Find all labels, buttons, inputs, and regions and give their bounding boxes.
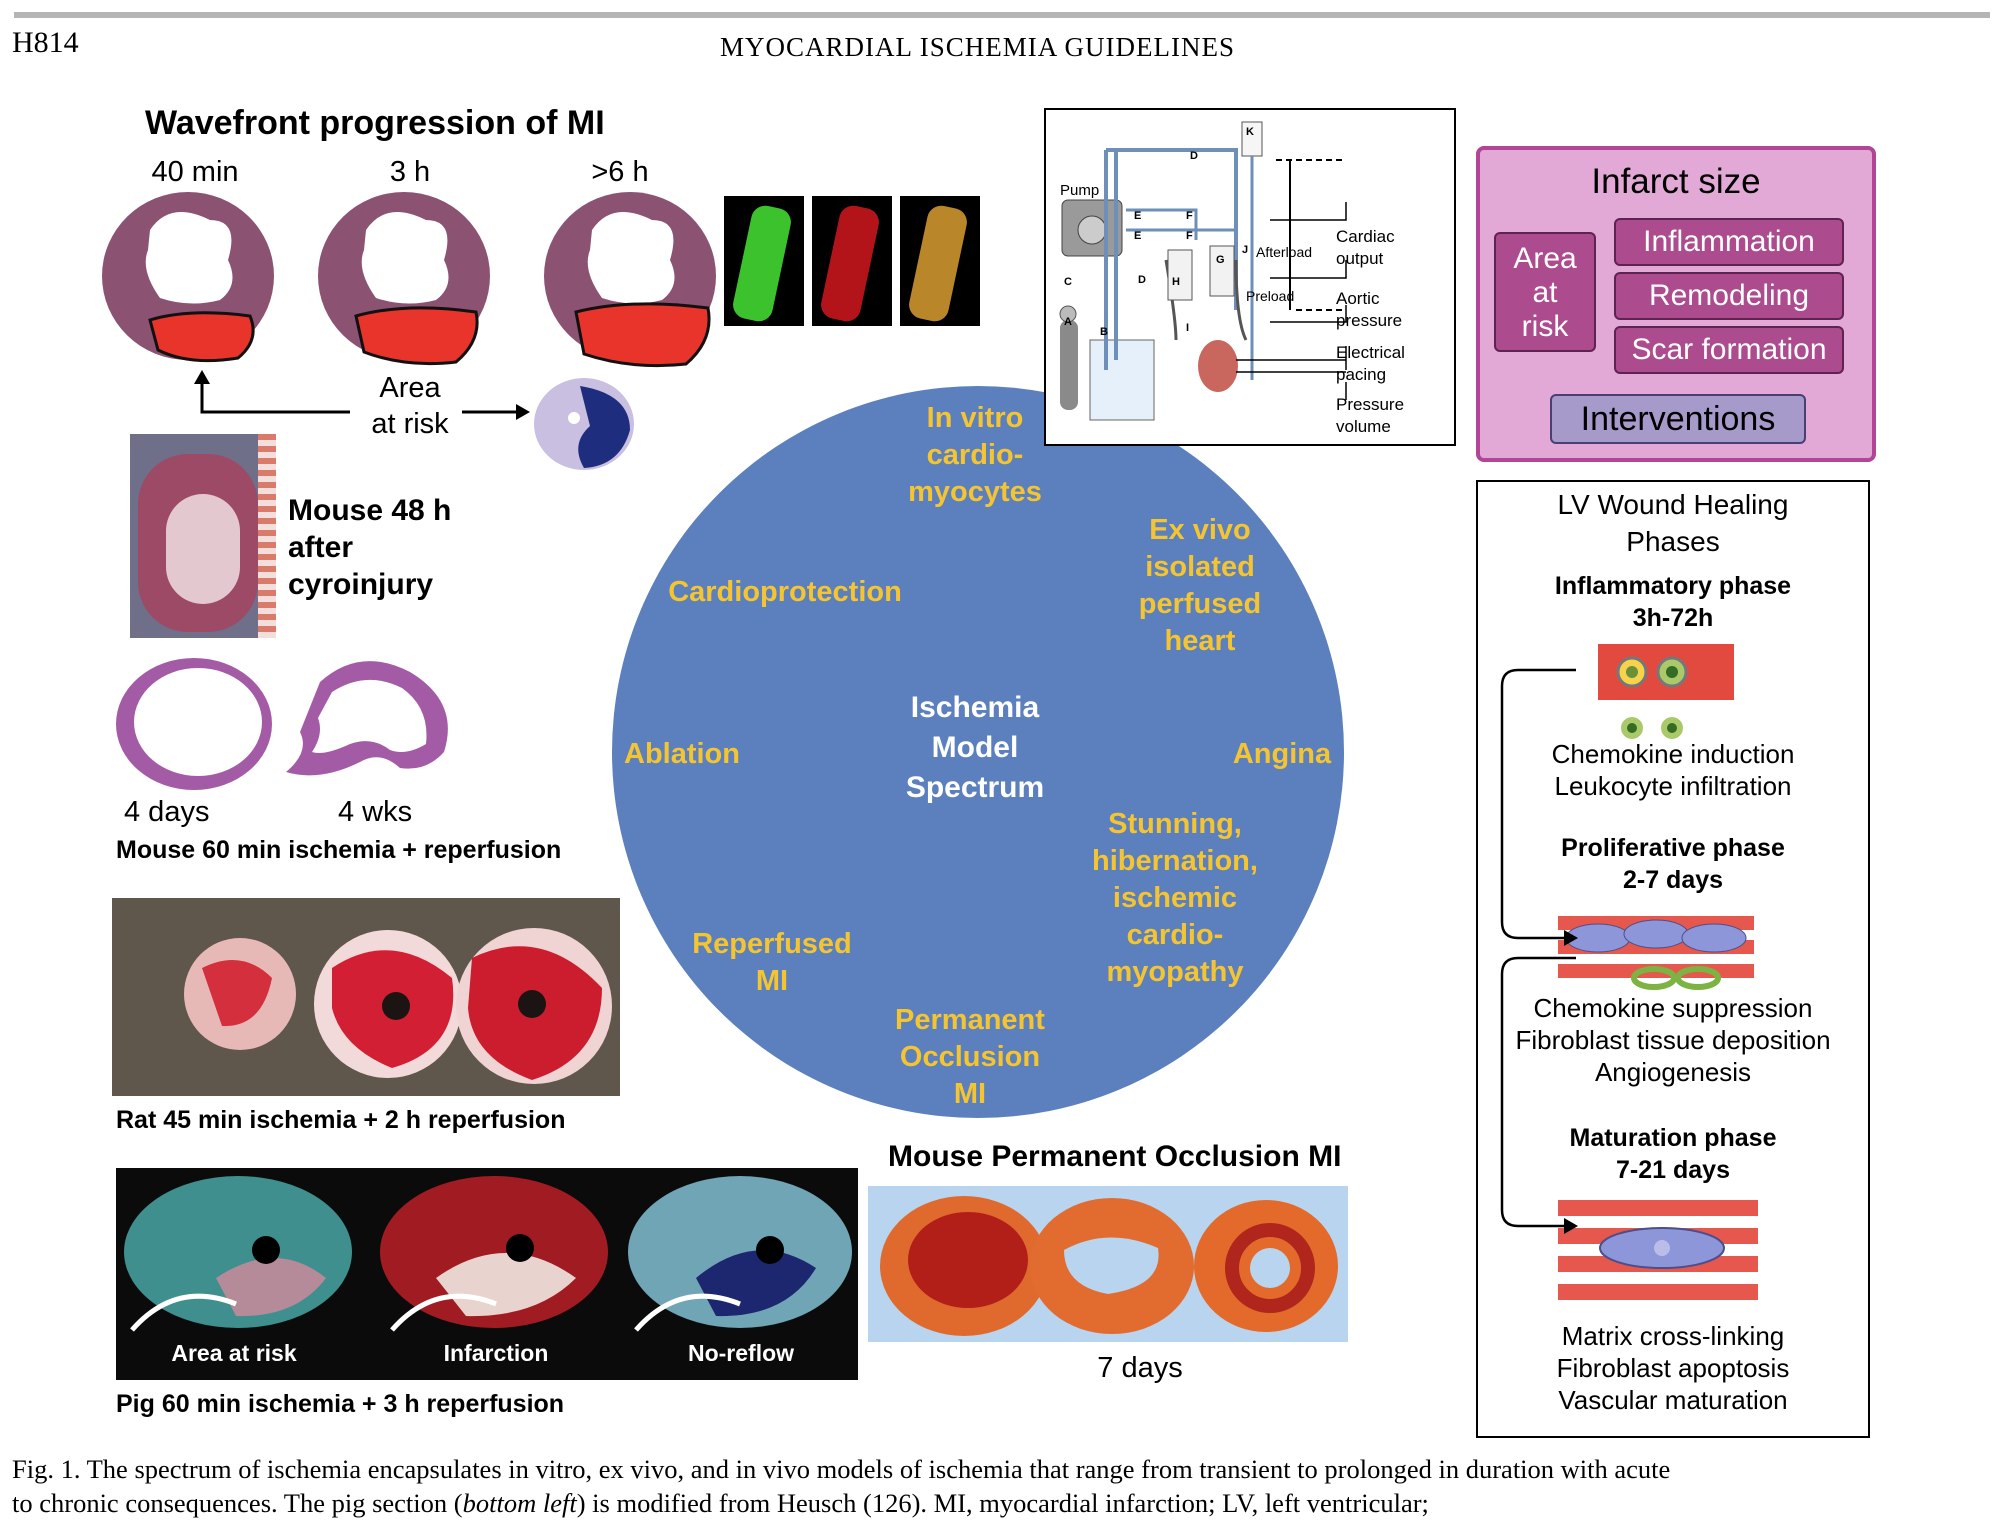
heart-section-40min [102, 192, 274, 363]
apparatus-label-pump: Pump [1060, 182, 1100, 199]
apparatus-letter-f2: F [1186, 230, 1193, 242]
time-label-4wks: 4 wks [338, 796, 413, 828]
pig-label-infarction: Infarction [443, 1340, 549, 1366]
wavefront-title: Wavefront progression of MI [145, 104, 605, 142]
top-rule [14, 12, 1990, 18]
cardiomyocyte-merge-image [900, 196, 980, 326]
scar-formation-box: Scar formation [1614, 326, 1844, 374]
apparatus-label-preload: Preload [1246, 288, 1295, 304]
running-title: MYOCARDIAL ISCHEMIA GUIDELINES [720, 32, 1235, 62]
time-label-4days: 4 days [124, 796, 210, 828]
infarct-size-title: Infarct size [1591, 162, 1761, 201]
pig-label-area-at-risk: Area at risk [171, 1340, 297, 1366]
area-at-risk-arrows [194, 370, 530, 420]
heart-section-3h [318, 192, 490, 366]
ischemia-spectrum-circle [612, 386, 1344, 1118]
mouse-cryoinjury-photo [130, 434, 276, 638]
apparatus-letter-b: B [1100, 326, 1108, 338]
interventions-box: Interventions [1550, 394, 1806, 444]
pig-label-no-reflow: No-reflow [687, 1340, 795, 1366]
maturation-phase-illustration [1558, 1200, 1758, 1300]
phase-progression-arrows [1500, 668, 1578, 1234]
apparatus-letter-a: A [1064, 316, 1072, 328]
apparatus-letter-d2: D [1138, 274, 1146, 286]
apparatus-label-afterload: Afterload [1256, 244, 1313, 260]
apparatus-letter-i: I [1186, 322, 1190, 334]
mouse-po-photo [868, 1186, 1348, 1342]
apparatus-letter-k: K [1246, 126, 1254, 138]
figure-caption-line-2: to chronic consequences. The pig section… [12, 1488, 1429, 1518]
inflammation-box: Inflammation [1614, 218, 1844, 266]
circle-item-ablation: Ablation [624, 738, 740, 770]
time-label-3h: 3 h [389, 156, 431, 188]
mouse-po-title: Mouse Permanent Occlusion MI [888, 1140, 1342, 1173]
mouse-histology-sections [116, 658, 448, 790]
apparatus-letter-d1: D [1190, 150, 1198, 162]
cardiomyocyte-green-image [724, 196, 804, 326]
rat-heart-photo [112, 898, 620, 1096]
remodeling-box: Remodeling [1614, 272, 1844, 320]
mouse-cryoinjury-label: Mouse 48 h after cyroinjury [288, 494, 452, 601]
heart-section-6h [544, 192, 716, 368]
pig-caption: Pig 60 min ischemia + 3 h reperfusion [116, 1390, 565, 1418]
cardiomyocyte-red-image [812, 196, 892, 326]
page-number: H814 [12, 26, 79, 59]
apparatus-letter-g: G [1216, 254, 1225, 266]
apparatus-letter-h: H [1172, 276, 1180, 288]
area-at-risk-label: Area at risk [371, 372, 449, 440]
time-label-6h: >6 h [591, 156, 649, 188]
figure-caption-line-1: Fig. 1. The spectrum of ischemia encapsu… [12, 1454, 1671, 1484]
apparatus-letter-f1: F [1186, 210, 1193, 222]
wavefront-hearts [102, 192, 716, 368]
inflammatory-phase-illustration [1598, 644, 1734, 739]
ttc-stained-heart [534, 378, 634, 470]
circle-item-angina: Angina [1232, 738, 1332, 770]
apparatus-letter-j: J [1242, 244, 1249, 256]
pig-heart-photo: Area at risk Infarction No-reflow [116, 1168, 858, 1380]
mouse-po-time: 7 days [1097, 1352, 1183, 1384]
time-label-40min: 40 min [151, 156, 239, 188]
proliferative-phase-illustration [1558, 916, 1754, 990]
apparatus-letter-c: C [1064, 276, 1072, 288]
figure-caption: Fig. 1. The spectrum of ischemia encapsu… [12, 1452, 1992, 1520]
mouse-ir-caption: Mouse 60 min ischemia + reperfusion [116, 836, 562, 864]
rat-caption: Rat 45 min ischemia + 2 h reperfusion [116, 1106, 566, 1134]
circle-item-cardioprotection: Cardioprotection [668, 576, 902, 608]
apparatus-letter-e1: E [1134, 210, 1142, 222]
apparatus-letter-e2: E [1134, 230, 1142, 242]
